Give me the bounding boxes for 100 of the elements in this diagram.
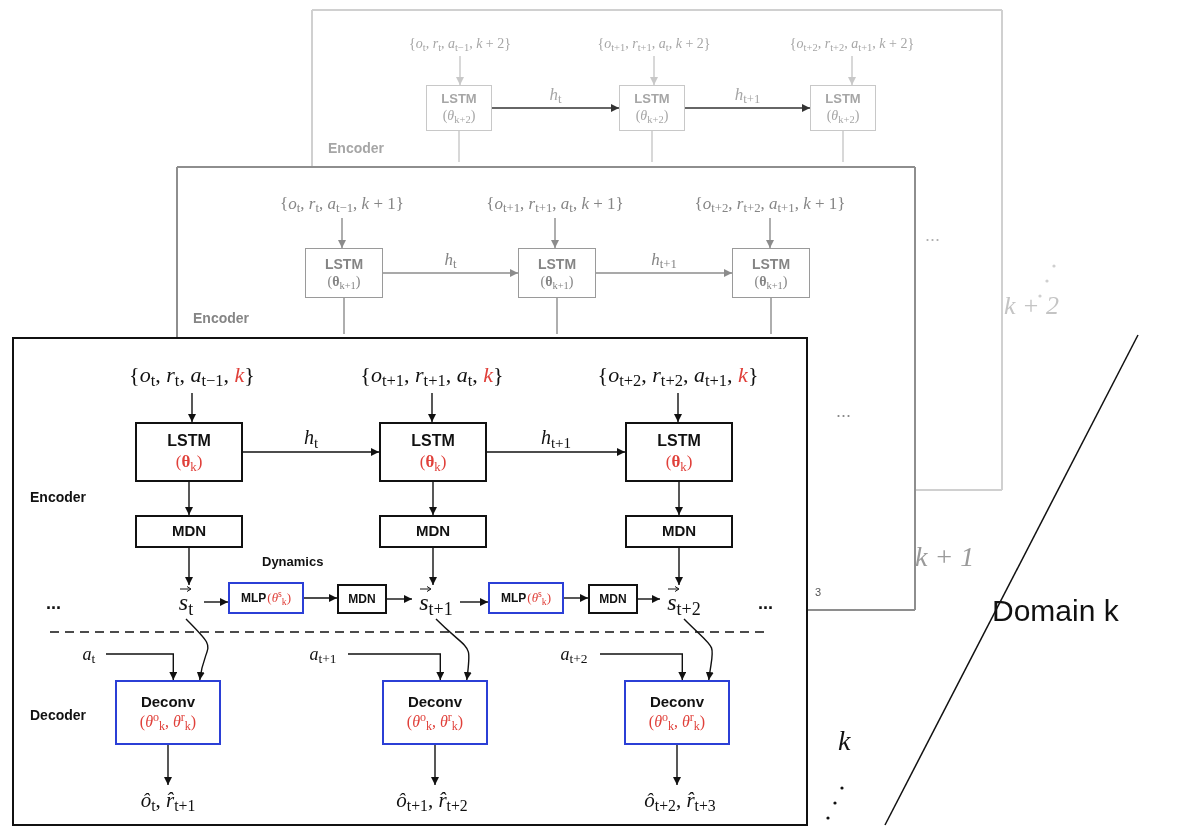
lstm-box xyxy=(732,248,810,298)
lstm-box xyxy=(810,85,876,131)
math-label: ô$_{t+1}$, r̂$_{t+2}$ xyxy=(396,788,468,813)
math-label: {o$_{t}$, r$_{t}$, a$_{t−1}$, k} xyxy=(129,361,255,387)
math-label: s$_{t+1}$ xyxy=(419,589,453,615)
arrow xyxy=(563,594,589,602)
lstm-box xyxy=(518,248,596,298)
block-label: MLP xyxy=(500,590,527,607)
block-label: MLP xyxy=(240,590,267,607)
math-label: {o$_{t}$, r$_{t}$, a$_{t−1}$, k + 2} xyxy=(409,36,511,51)
edge-label: h$_{t}$ xyxy=(444,249,457,273)
mdn-box xyxy=(337,584,387,614)
parameter-label: (θ$^{o}$$_{k}$, θ$^{r}$$_{k}$) xyxy=(648,711,706,732)
parameter-label: (θ$_{k+2}$) xyxy=(826,107,860,125)
arrow xyxy=(684,104,811,112)
math-label: ô$_{t}$, r̂$_{t+1}$ xyxy=(140,788,196,813)
arrow xyxy=(674,392,682,423)
parameter-label: (θ$_{k+1}$) xyxy=(754,273,788,291)
mdn-box xyxy=(625,515,733,548)
math-label: s$_{t+2}$ xyxy=(667,589,701,615)
edge-label: h$_{t+1}$ xyxy=(540,425,572,452)
block-label: LSTM xyxy=(825,91,861,108)
ellipsis: ... xyxy=(46,592,61,615)
lstm-box xyxy=(135,422,243,482)
arrow xyxy=(486,448,626,456)
parameter-label: (θ$_{k+2}$) xyxy=(635,107,669,125)
arrow xyxy=(456,55,464,86)
ellipsis: ... xyxy=(925,224,940,247)
math-label: a$_{t}$ xyxy=(82,643,96,664)
math-label: {o$_{t}$, r$_{t}$, a$_{t−1}$, k + 1} xyxy=(280,194,404,214)
arrow xyxy=(637,595,661,603)
parameter-label: (θ$_{k+1}$) xyxy=(540,273,574,291)
domain-index-label: k + 1 xyxy=(915,540,975,574)
block-label: MDN xyxy=(348,591,376,608)
arrow xyxy=(766,217,774,249)
block-label: LSTM xyxy=(411,431,455,452)
arrow xyxy=(203,598,229,606)
parameter-label: (θ$^{o}$$_{k}$, θ$^{r}$$_{k}$) xyxy=(406,711,464,732)
domain-index-label: k + 2 xyxy=(1004,290,1060,322)
arrow xyxy=(683,618,714,681)
arrow xyxy=(188,392,196,423)
arrow xyxy=(382,269,519,277)
section-label: Encoder xyxy=(328,139,384,158)
parameter-label: (θ$_{k}$) xyxy=(175,451,203,473)
mdn-box xyxy=(588,584,638,614)
parameter-label: (θ$^{o}$$_{k}$, θ$^{r}$$_{k}$) xyxy=(139,711,197,732)
lstm-box xyxy=(619,85,685,131)
block-label: LSTM xyxy=(634,91,670,108)
arrow xyxy=(303,594,338,602)
math-label: s$_{t}$ xyxy=(178,589,194,615)
lstm-box xyxy=(379,422,487,482)
arrow xyxy=(242,448,380,456)
section-label: Decoder xyxy=(30,706,87,725)
deconv-box xyxy=(115,680,221,745)
math-label: {o$_{t+2}$, r$_{t+2}$, a$_{t+1}$, k + 1} xyxy=(694,194,846,214)
block-label: MDN xyxy=(415,521,451,542)
parameter-label: (θ$_{k}$) xyxy=(665,451,693,473)
lstm-box xyxy=(625,422,733,482)
section-label: Encoder xyxy=(30,488,86,507)
parameter-label: (θ$^{s}$$_{k}$) xyxy=(527,588,552,608)
math-label: {o$_{t+1}$, r$_{t+1}$, a$_{t}$, k + 2} xyxy=(597,36,711,51)
arrow xyxy=(673,744,681,786)
parameter-label: (θ$_{k+2}$) xyxy=(442,107,476,125)
deconv-box xyxy=(624,680,730,745)
math-label: {o$_{t+1}$, r$_{t+1}$, a$_{t}$, k} xyxy=(360,361,504,387)
math-label: a$_{t+2}$ xyxy=(560,643,588,664)
section-label: Dynamics xyxy=(262,553,324,571)
mdn-box xyxy=(379,515,487,548)
mlp-box xyxy=(488,582,564,614)
arrow xyxy=(429,481,437,516)
mdn-box xyxy=(135,515,243,548)
arrow xyxy=(435,618,472,681)
math-label: {o$_{t+2}$, r$_{t+2}$, a$_{t+1}$, k} xyxy=(597,361,759,387)
parameter-label: (θ$^{s}$$_{k}$) xyxy=(267,588,292,608)
panel-frame xyxy=(12,337,808,826)
block-label: LSTM xyxy=(751,255,791,273)
deconv-box xyxy=(382,680,488,745)
block-label: LSTM xyxy=(167,431,211,452)
ellipsis: ... xyxy=(836,400,851,423)
page-number: 3 xyxy=(815,585,822,600)
block-label: MDN xyxy=(171,521,207,542)
lstm-box xyxy=(305,248,383,298)
arrow xyxy=(491,104,620,112)
block-label: Deconv xyxy=(407,693,463,712)
edge-label: h$_{t+1}$ xyxy=(651,249,677,273)
arrow xyxy=(429,547,437,586)
arrow xyxy=(459,598,489,606)
block-label: Deconv xyxy=(649,693,705,712)
arrow xyxy=(599,653,687,681)
math-label: {o$_{t+2}$, r$_{t+2}$, a$_{t+1}$, k + 2} xyxy=(789,36,915,51)
mlp-box xyxy=(228,582,304,614)
parameter-label: (θ$_{k+1}$) xyxy=(327,273,361,291)
block-label: LSTM xyxy=(657,431,701,452)
parameter-label: (θ$_{k}$) xyxy=(419,451,447,473)
block-label: LSTM xyxy=(537,255,577,273)
arrow xyxy=(595,269,733,277)
block-label: Deconv xyxy=(140,693,196,712)
math-label: ô$_{t+2}$, r̂$_{t+3}$ xyxy=(644,788,716,813)
arrow xyxy=(105,653,178,681)
arrow xyxy=(386,595,413,603)
